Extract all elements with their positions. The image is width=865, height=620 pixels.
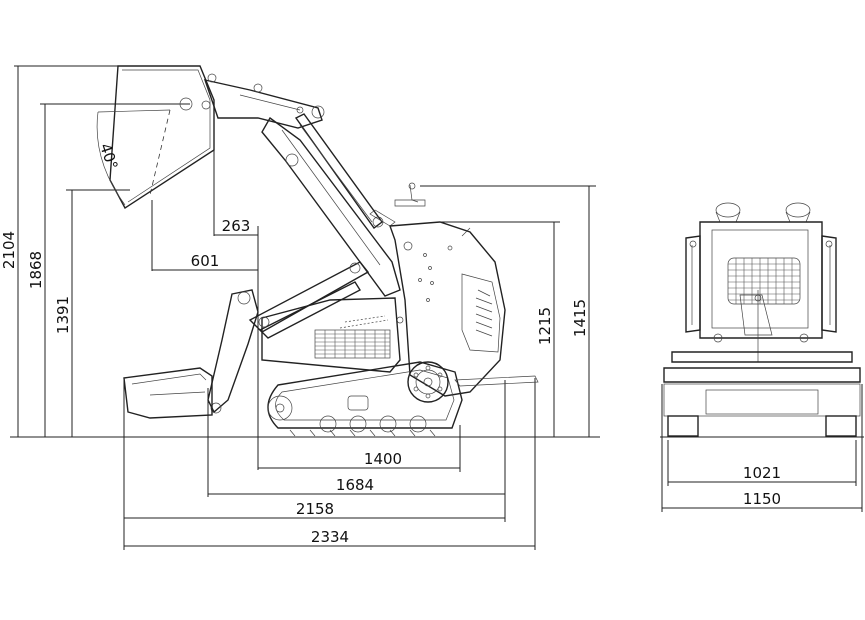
width-lines: [661, 384, 863, 512]
dim-1400: 1400: [364, 450, 402, 468]
raised-bucket: [96, 65, 215, 210]
lowered-arm: [207, 261, 370, 414]
dim-1215: 1215: [536, 307, 554, 345]
lowered-bucket: [123, 367, 213, 419]
dim-1391: 1391: [54, 296, 72, 334]
right-height-lines: [420, 185, 596, 437]
height-dimension-lines: [10, 65, 600, 438]
dim-2334: 2334: [311, 528, 349, 546]
raised-lift-arm: [203, 73, 426, 297]
rear-view: [660, 202, 864, 438]
dim-1150: 1150: [743, 490, 781, 508]
reach-lines: [151, 150, 259, 470]
dim-1021: 1021: [743, 464, 781, 482]
track: [267, 361, 539, 437]
angle-label: 40°: [96, 141, 121, 172]
dim-1868: 1868: [27, 251, 45, 289]
dim-263: 263: [222, 217, 251, 235]
length-lines: [123, 378, 536, 550]
machine-body: [389, 221, 506, 397]
dim-1684: 1684: [336, 476, 374, 494]
dim-601: 601: [191, 252, 220, 270]
dim-2104: 2104: [0, 231, 18, 269]
dim-1415: 1415: [571, 299, 589, 337]
lower-frame: [261, 297, 401, 373]
dim-2158: 2158: [296, 500, 334, 518]
